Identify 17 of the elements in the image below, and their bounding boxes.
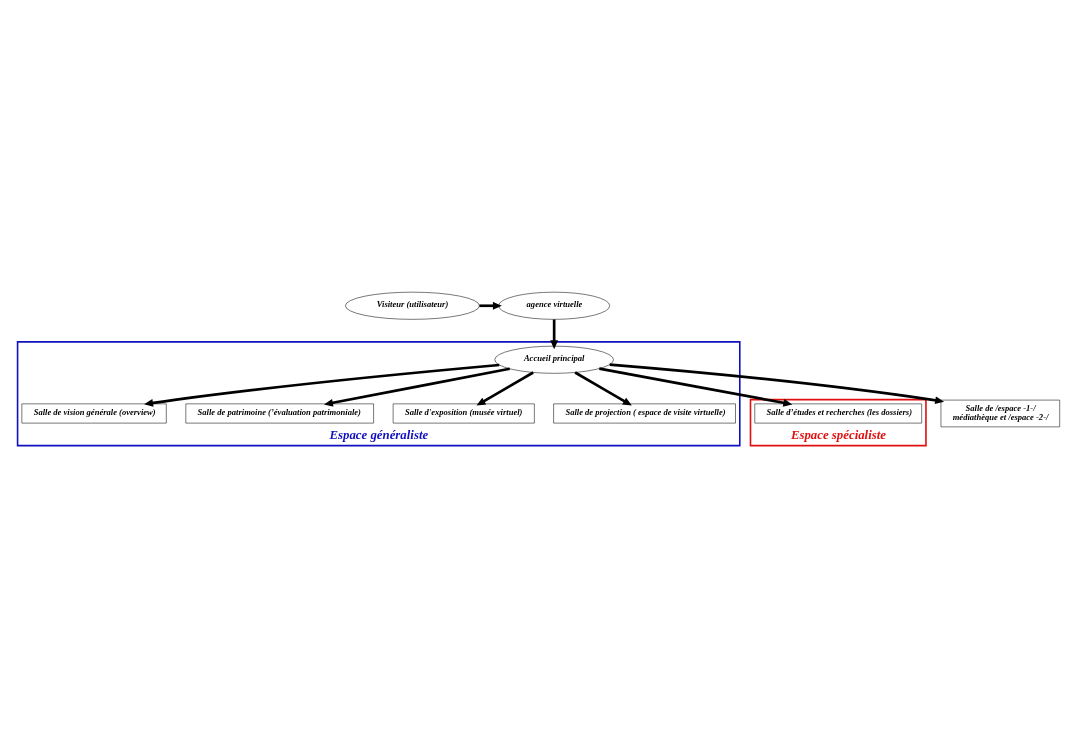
- node-box: Salle de /espace -1-/ médiathèque et /espace -2-/: [940, 399, 1060, 427]
- node-ellipse: Visiteur (utilisateur): [345, 291, 480, 320]
- arrow: [324, 367, 510, 407]
- node-box: Salle de patrimoine (’évaluation patrimoniale): [185, 403, 374, 423]
- node-box: Salle d'exposition (musée virtuel): [392, 403, 535, 423]
- arrow: [144, 363, 500, 407]
- arrow: [599, 366, 793, 407]
- node-box: Salle de projection ( espace de visite virtuelle): [553, 403, 736, 423]
- arrow: [550, 319, 559, 349]
- node-box: Salle d’études et recherches (les dossiers): [754, 403, 922, 423]
- arrow: [609, 362, 945, 404]
- node-ellipse: agence virtuelle: [498, 291, 610, 320]
- arrow: [574, 370, 632, 405]
- node-box: Salle de vision générale (overview): [21, 403, 167, 423]
- arrow: [476, 370, 534, 405]
- arrow: [479, 301, 502, 310]
- node-ellipse: Accueil principal: [494, 345, 614, 374]
